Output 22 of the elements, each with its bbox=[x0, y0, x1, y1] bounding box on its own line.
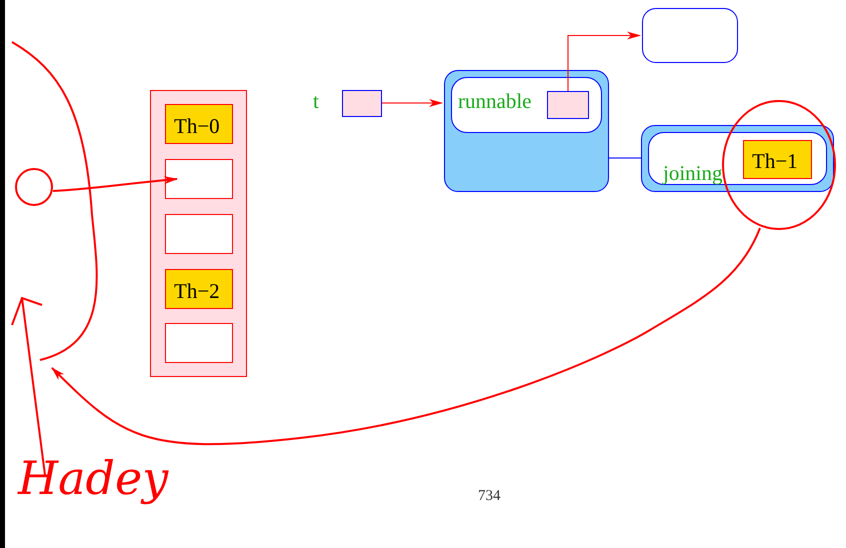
empty-slot bbox=[165, 214, 233, 254]
state-label: runnable bbox=[458, 91, 532, 112]
list-container bbox=[150, 90, 247, 377]
thread-box bbox=[165, 269, 233, 309]
thread-box bbox=[743, 140, 812, 179]
state-label: Th−2 bbox=[174, 278, 220, 305]
arrow bbox=[382, 99, 443, 107]
empty-slot bbox=[165, 159, 233, 199]
variable-name: t bbox=[313, 91, 319, 112]
state-panel bbox=[451, 77, 602, 133]
thread-box bbox=[165, 104, 233, 144]
state-label: Th−1 bbox=[752, 148, 798, 175]
empty-slot bbox=[165, 323, 233, 363]
reference-box bbox=[547, 91, 589, 119]
empty-state-box bbox=[642, 8, 738, 63]
state-label: Th−0 bbox=[174, 113, 220, 140]
state-box bbox=[444, 70, 609, 192]
page-number: 734 bbox=[478, 489, 500, 504]
arrow bbox=[51, 228, 761, 446]
state-label: joining bbox=[663, 163, 723, 184]
arrow bbox=[568, 32, 641, 92]
arrow bbox=[52, 176, 178, 192]
